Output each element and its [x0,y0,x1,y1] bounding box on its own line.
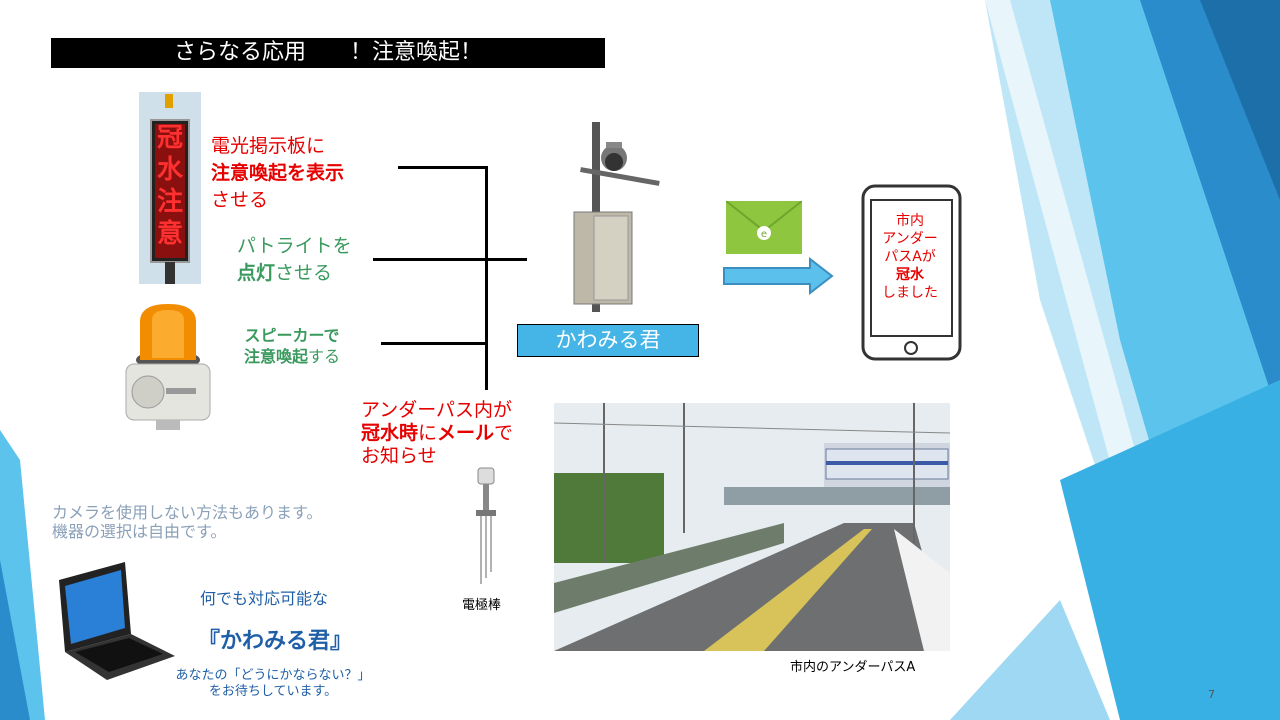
note-line2: 機器の選択は自由です。 [52,522,227,541]
patlite-line1: パトライトを [237,235,352,257]
connector-line [381,342,488,345]
mail-text-b: に [418,422,438,444]
mail-bold-a: 冠水時 [361,422,419,444]
sign-char: 水 [156,155,183,185]
patlite-bold: 点灯 [237,262,276,284]
sign-text-line1: 電光掲示板に [211,135,326,157]
phone-line3: パスAが [884,249,936,265]
underpass-photo [554,403,950,651]
mail-line3: お知らせ [361,445,437,467]
sign-characters: 冠 水 注 意 [151,122,189,250]
sign-char: 意 [156,219,183,249]
speaker-line1: スピーカーで [244,326,340,345]
speaker-rest: する [308,347,341,366]
connector-line [485,166,488,390]
sign-text-line3: させる [211,189,269,211]
promo-line1: 何でも対応可能な [200,589,329,608]
note-line1: カメラを使用しない方法もあります。 [52,503,323,522]
camera-pole-image [573,122,660,312]
promo-message: あなたの「どうにかならない？」 をお待ちしています。 [163,668,383,700]
promo-product-name: 『かわみる君』 [198,629,353,654]
sign-char: 注 [156,187,183,217]
patlite-rest: させる [275,262,333,284]
phone-line5: しました [882,285,938,301]
speaker-description: スピーカーで 注意喚起する [244,325,340,367]
alternative-note: カメラを使用しない方法もあります。 機器の選択は自由です。 [52,503,322,541]
promo-line4: をお待ちしています。 [208,684,338,699]
electronic-sign-image [139,92,201,284]
page-number: 7 [1208,688,1215,701]
phone-line2: アンダー [882,231,938,247]
rotating-beacon-icon [125,304,211,430]
smartphone-icon [861,184,962,361]
phone-line4: 冠水 [896,267,924,283]
mail-bold-c: メール [437,422,495,444]
slide-title: さらなる応用 ！注意喚起！ [51,38,605,68]
phone-line1: 市内 [896,213,924,229]
electrode-caption: 電極棒 [462,598,502,613]
envelope-icon: e [726,201,802,254]
mail-description: アンダーパス内が 冠水時にメールで お知らせ [361,399,513,468]
mail-line1: アンダーパス内が [361,399,513,421]
promo-line3: あなたの「どうにかならない？」 [175,668,371,683]
photo-caption: 市内のアンダーパスA [790,660,916,675]
phone-message: 市内 アンダー パスAが 冠水 しました [870,212,950,302]
electrode-rod-image [476,467,496,584]
connector-line [398,166,488,169]
sign-text-line2: 注意喚起を表示 [211,162,345,184]
mail-text-d: で [494,422,514,444]
svg-text:e: e [761,229,767,240]
connector-line [373,258,527,261]
sign-char: 冠 [156,123,183,153]
speaker-bold: 注意喚起 [244,347,309,366]
sign-description: 電光掲示板に 注意喚起を表示 させる [211,133,344,214]
kawamiru-label: かわみる君 [517,324,699,357]
laptop-icon [59,562,175,680]
patlite-description: パトライトを 点灯させる [237,233,352,287]
arrow-right-icon [723,257,834,295]
